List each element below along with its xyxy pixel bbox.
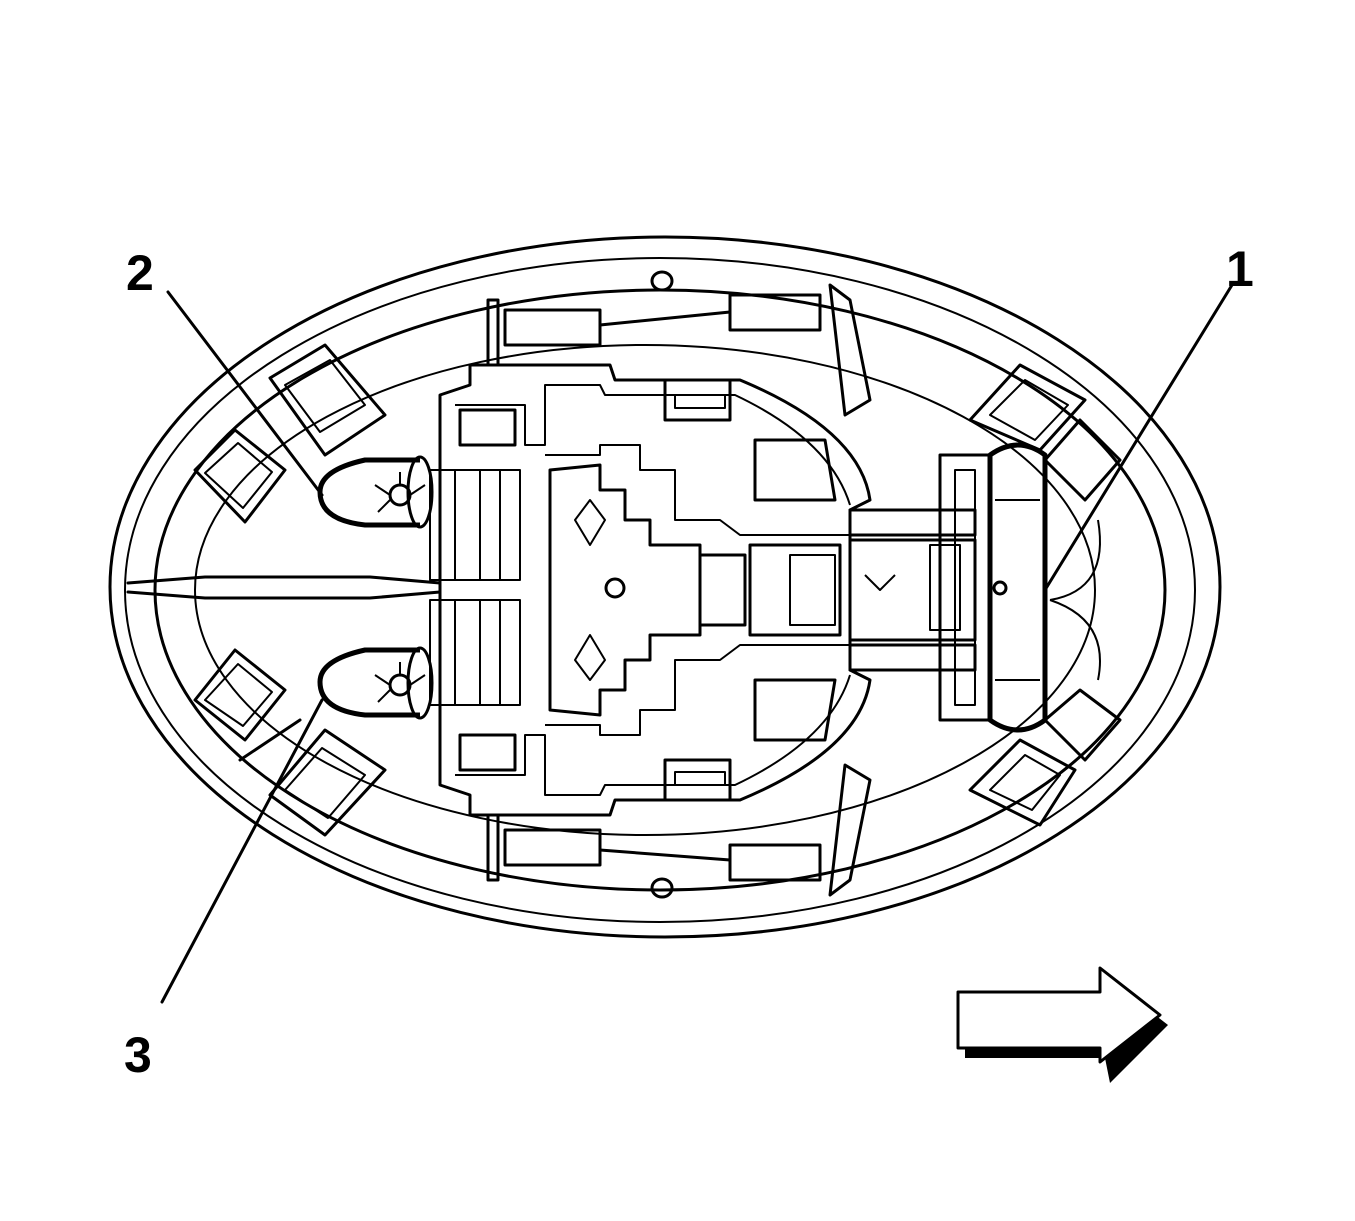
lamp-housing <box>108 235 1222 939</box>
bulb-upper <box>317 455 434 529</box>
callout-label-2: 2 <box>126 245 154 301</box>
circuit-board <box>429 363 872 817</box>
leader-line-3 <box>160 698 324 1004</box>
leader-line-2 <box>166 290 324 497</box>
direction-arrow-right-icon <box>956 966 1168 1083</box>
callout-label-1: 1 <box>1226 241 1254 297</box>
bulb-lower <box>317 646 434 720</box>
housing-clips-right <box>968 363 1122 827</box>
lamp-switch <box>848 442 1048 733</box>
callout-leaders <box>160 283 1234 1004</box>
housing-clips-left <box>193 343 387 837</box>
housing-ribs <box>486 283 872 897</box>
callout-label-3: 3 <box>124 1027 152 1083</box>
leader-line-1 <box>1043 283 1234 592</box>
